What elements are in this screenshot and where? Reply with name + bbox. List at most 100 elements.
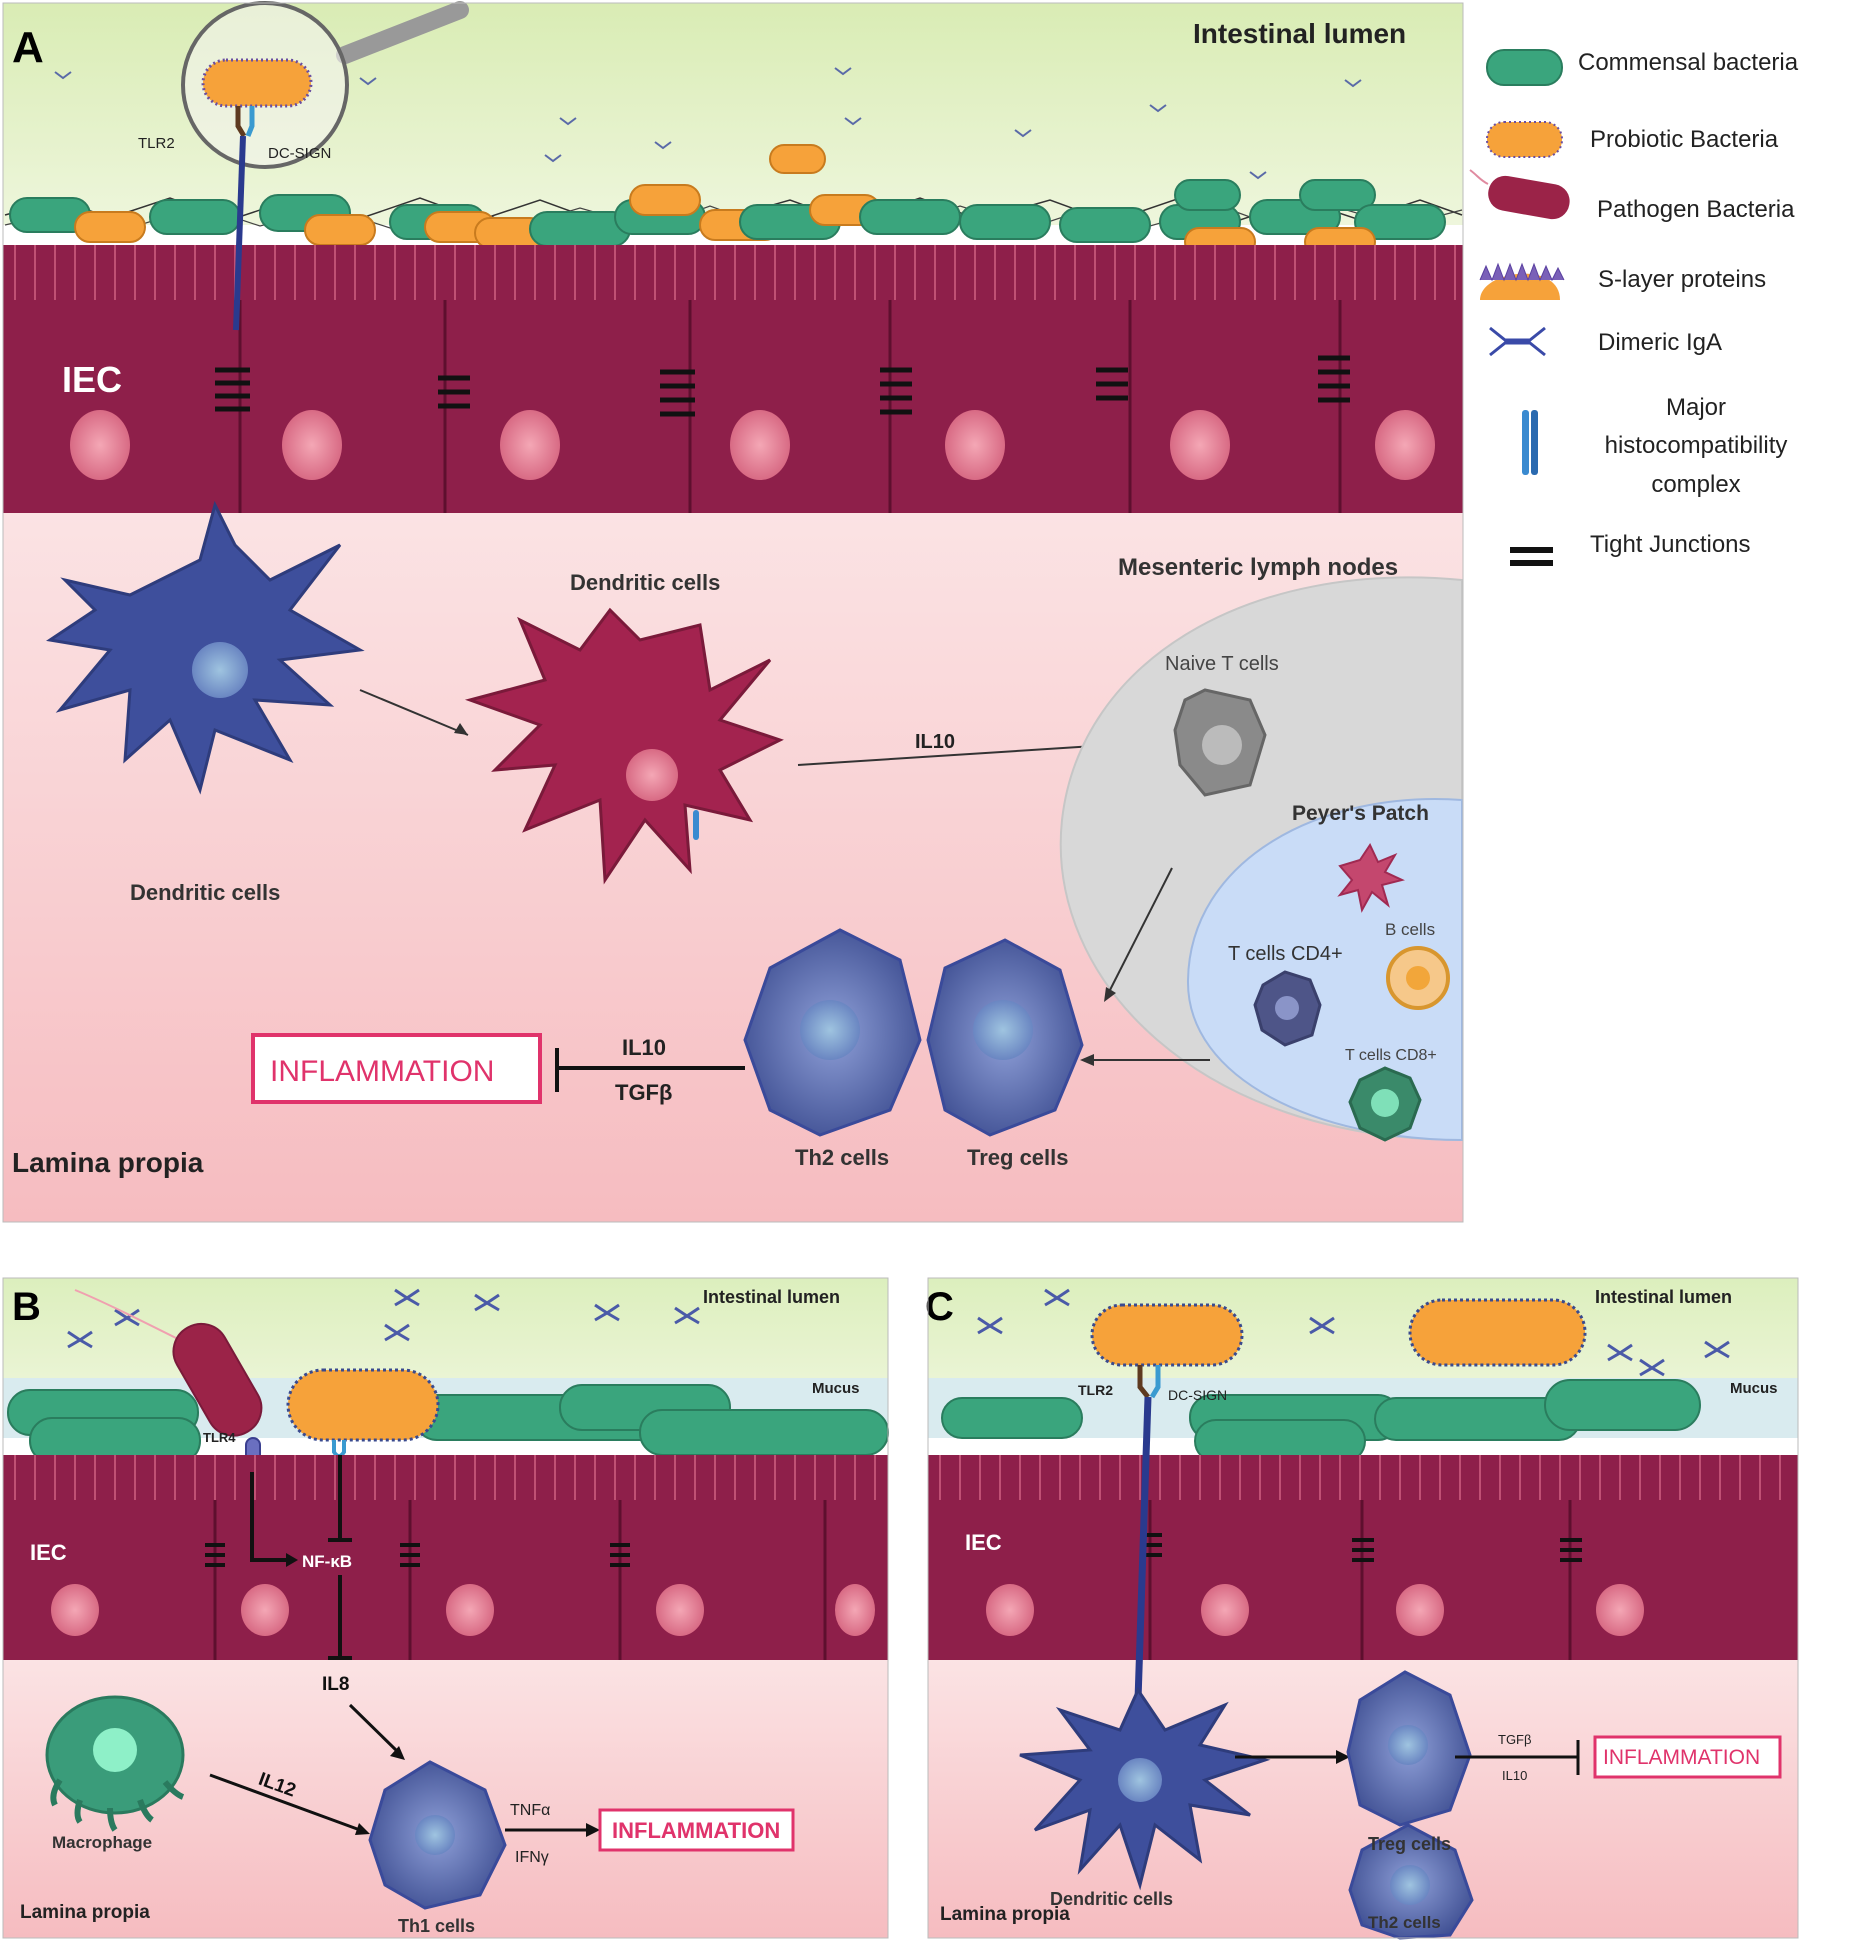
- legend-label-mhc-line2: histocompatibility: [1605, 432, 1788, 459]
- probiotic-bacterium: [629, 184, 701, 216]
- dimeric-iga-icon: [1344, 79, 1362, 88]
- il8-label: IL8: [322, 1674, 349, 1695]
- dimeric-iga-icon: [1489, 326, 1546, 357]
- arrowhead: [355, 1823, 370, 1835]
- treg-nucleus: [1388, 1725, 1428, 1765]
- naive-t-nucleus: [1202, 725, 1242, 765]
- probiotic-bacterium: [769, 144, 826, 174]
- commensal-bacterium: [1299, 179, 1376, 211]
- legend-label-commensal: Commensal bacteria: [1578, 49, 1799, 76]
- s-layer-proteins-icon: [1479, 262, 1565, 300]
- th1-label: Th1 cells: [398, 1916, 475, 1936]
- mln-label: Mesenteric lymph nodes: [1118, 554, 1398, 581]
- panel-b-iec-label: IEC: [30, 1540, 67, 1565]
- iec-nucleus: [656, 1584, 704, 1636]
- arrow-naive-to-treg: [1109, 867, 1173, 991]
- flagellum: [74, 1289, 181, 1341]
- dendrite-extension: [233, 135, 246, 331]
- tlr2-receptor: [235, 106, 247, 138]
- iec-nucleus: [1170, 410, 1230, 480]
- dimeric-iga-icon: [544, 154, 562, 163]
- dendritic-nucleus: [626, 749, 678, 801]
- dendritic-cell-blue: [46, 500, 365, 795]
- dendritic-label-left: Dendritic cells: [130, 880, 280, 905]
- legend-label-tight-junctions: Tight Junctions: [1590, 531, 1751, 558]
- macrophage-label: Macrophage: [52, 1833, 152, 1852]
- dimeric-iga-icon: [1014, 129, 1032, 138]
- dimeric-iga-icon: [394, 1288, 420, 1307]
- inflammation-label: INFLAMMATION: [270, 1055, 494, 1088]
- iec-nucleus: [1201, 1584, 1249, 1636]
- probiotic-bacterium: [286, 1368, 440, 1442]
- legend-label-mhc-line1: Major: [1666, 394, 1726, 421]
- dimeric-iga-icon: [1149, 104, 1167, 113]
- panel-b-border: [2, 1277, 889, 1939]
- dimeric-iga-icon: [559, 117, 577, 126]
- legend: [1469, 49, 1570, 566]
- panel-a-letter: A: [12, 23, 44, 72]
- panel-c-letter: C: [925, 1285, 954, 1329]
- mhc-icon: [693, 810, 699, 840]
- probiotic-bacterium: [201, 58, 313, 108]
- tight-junctions: [215, 355, 1350, 417]
- panel-c-iga: [977, 1288, 1730, 1377]
- receptor-icon: [332, 1440, 346, 1458]
- iec-nucleus: [730, 410, 790, 480]
- iec-nucleus: [500, 410, 560, 480]
- mhc-icon: [1522, 410, 1538, 475]
- commensal-bacterium: [1354, 204, 1446, 240]
- dimeric-iga-icon: [1639, 1358, 1665, 1377]
- commensal-bacterium: [859, 199, 961, 235]
- naive-t-label: Naive T cells: [1165, 653, 1279, 675]
- panel-c-iec-label: IEC: [965, 1530, 1002, 1555]
- panel-a-lumen-label: Intestinal lumen: [1193, 18, 1406, 49]
- il10-label: IL10: [622, 1035, 666, 1060]
- dendritic-cell-body: [464, 607, 784, 885]
- inflammation-box: [251, 1033, 542, 1104]
- legend-label-pathogen: Pathogen Bacteria: [1597, 196, 1795, 223]
- arrowhead: [1080, 1054, 1094, 1066]
- peyers-patch-region: [1186, 798, 1463, 1142]
- t-cell-cd4-nucleus: [1275, 996, 1299, 1020]
- iec-nucleus: [986, 1584, 1034, 1636]
- pathogen-bacteria-icon: [1469, 169, 1570, 220]
- dendritic-cell-mini: [1337, 842, 1405, 913]
- magnifier: [181, 1, 469, 331]
- tgfb-label: TGFβ: [615, 1080, 672, 1105]
- dimeric-iga-icon: [977, 1316, 1003, 1335]
- dc-sign-receptor: [245, 106, 255, 137]
- probiotic-bacterium: [74, 211, 146, 243]
- iec-nucleus: [1375, 410, 1435, 480]
- dimeric-iga-icon: [474, 1293, 500, 1312]
- iec-nucleus: [446, 1584, 494, 1636]
- dimeric-iga-icon: [844, 117, 862, 126]
- iec-nucleus: [1396, 1584, 1444, 1636]
- arrowhead: [390, 1746, 405, 1760]
- panel-b-lumen-label: Intestinal lumen: [703, 1287, 840, 1307]
- iga-molecules: [54, 67, 1362, 180]
- pathogen-bacterium: [172, 1322, 263, 1437]
- panel-c-lumen: [928, 1278, 1798, 1378]
- iec-nucleus: [51, 1584, 99, 1636]
- dimeric-iga-icon: [114, 1308, 140, 1327]
- th2-nucleus: [1390, 1865, 1430, 1905]
- arrowhead: [1336, 1750, 1350, 1764]
- iec-nucleus: [70, 410, 130, 480]
- iec-nucleus: [835, 1584, 875, 1636]
- panel-c-tlr2-label: TLR2: [1078, 1382, 1113, 1398]
- panel-a-border: [2, 2, 1464, 1223]
- panel-b-lumen: [3, 1278, 888, 1378]
- commensal-bacterium: [1544, 1379, 1701, 1431]
- panel-c-tgfb-label: TGFβ: [1498, 1732, 1531, 1747]
- tlr4-label: TLR4: [203, 1430, 236, 1445]
- macrophage: [45, 1695, 185, 1832]
- dc-sign-receptor: [1149, 1365, 1161, 1399]
- dimeric-iga-icon: [384, 1323, 410, 1342]
- iec-nucleus: [1596, 1584, 1644, 1636]
- arrow-dc-to-dc: [359, 689, 469, 736]
- tlr4-signal-arrow: [250, 1472, 290, 1562]
- panel-b-mucus-label: Mucus: [812, 1380, 860, 1397]
- tlr2-label: TLR2: [138, 135, 175, 152]
- dendritic-nucleus: [1118, 1758, 1162, 1802]
